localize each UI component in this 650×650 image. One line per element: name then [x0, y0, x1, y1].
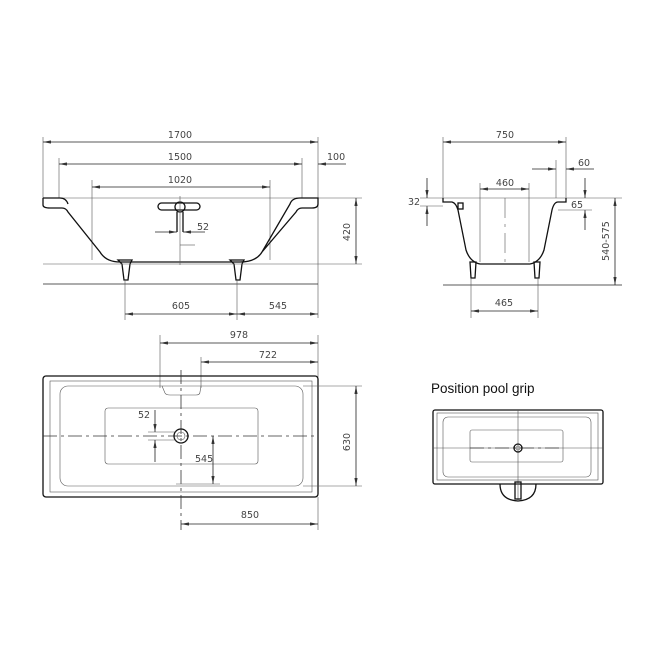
- plan-view: 978 722 52 545 630 850: [42, 330, 362, 530]
- dim-inner-length: 1500: [168, 152, 192, 163]
- dim-rim-right: 60: [578, 158, 590, 169]
- dim-waste-to-wall: 545: [195, 454, 213, 465]
- pool-grip-view: Position pool grip: [431, 381, 604, 502]
- end-view: 750 60 460 32 65 540-575 465: [408, 130, 622, 318]
- dim-rim-width: 100: [327, 152, 345, 163]
- dim-waste-to-end: 850: [241, 510, 259, 521]
- dim-foot-left: 605: [172, 301, 190, 312]
- dim-overall-height: 540-575: [601, 221, 612, 261]
- dim-overflow-to-end: 978: [230, 330, 248, 341]
- dim-overflow-inner: 722: [259, 350, 277, 361]
- dim-foot-spacing: 465: [495, 298, 513, 309]
- dim-rim-thickness: 32: [408, 197, 420, 208]
- dim-waste-offset: 52: [197, 222, 209, 233]
- dim-rim-depth: 65: [571, 200, 583, 211]
- dim-total-length: 1700: [168, 130, 192, 141]
- dim-inner-width: 630: [342, 433, 353, 451]
- dim-plan-waste-offset: 52: [138, 410, 150, 421]
- side-view: 1700 1500 1020 100 52 420 605 545: [42, 130, 362, 320]
- dim-bottom-width: 460: [496, 178, 514, 189]
- pool-grip-title: Position pool grip: [431, 381, 535, 396]
- dim-foot-right: 545: [269, 301, 287, 312]
- dim-height: 420: [342, 223, 353, 241]
- dim-bottom-length: 1020: [168, 175, 192, 186]
- dim-total-width: 750: [496, 130, 514, 141]
